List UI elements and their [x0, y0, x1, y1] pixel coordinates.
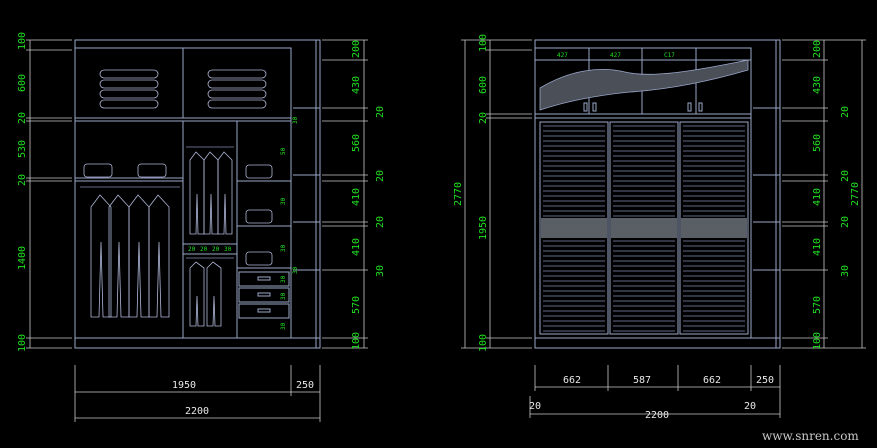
dim-text: 100 — [478, 334, 489, 352]
dim-text: 410 — [812, 188, 823, 206]
dim-text: 560 — [812, 134, 823, 152]
dim-text: 587 — [633, 375, 651, 386]
dim-text: 662 — [703, 375, 721, 386]
small-label: 30 — [280, 197, 287, 205]
dim-text: 20 — [375, 170, 386, 182]
dim-text: 100 — [351, 332, 362, 350]
dim-text: 410 — [351, 188, 362, 206]
right-elev-bottom-dimensions — [529, 365, 781, 418]
dim-text: 250 — [296, 380, 314, 391]
dim-text: 20 — [375, 216, 386, 228]
dim-text: 20 — [375, 106, 386, 118]
dim-text: 560 — [351, 134, 362, 152]
small-label: 50 — [280, 147, 287, 155]
small-label: 30 — [292, 116, 299, 124]
small-label: 427 — [557, 52, 568, 59]
small-label: C17 — [664, 52, 675, 59]
folded-linen-right — [207, 69, 267, 109]
dim-text: 410 — [351, 238, 362, 256]
door-louvers — [543, 125, 745, 332]
dim-text: 430 — [812, 76, 823, 94]
small-label: 30 — [292, 266, 299, 274]
dim-text: 20 — [478, 112, 489, 124]
dim-text: 410 — [812, 238, 823, 256]
dim-text: 20 — [744, 401, 756, 412]
dim-text: 1950 — [478, 216, 489, 240]
lower-hanging-garments — [189, 261, 222, 327]
left-elevation — [74, 39, 321, 349]
dim-text: 20 — [840, 106, 851, 118]
dim-text: 2770 — [850, 182, 861, 206]
small-label: 20 — [200, 246, 208, 253]
dim-text: 100 — [17, 32, 28, 50]
dim-text: 100 — [478, 34, 489, 52]
dim-text: 30 — [375, 265, 386, 277]
dim-text: 20 — [17, 112, 28, 124]
dim-text: 200 — [351, 40, 362, 58]
watermark: www.snren.com — [762, 429, 859, 443]
decorative-wave — [539, 59, 749, 111]
dim-text: 530 — [17, 140, 28, 158]
left-elev-left-dimensions — [26, 39, 72, 349]
small-label: 30 — [280, 244, 287, 252]
small-label: 30 — [280, 275, 287, 283]
left-elev-bottom-dimensions — [74, 365, 321, 422]
right-elevation — [534, 39, 781, 349]
dim-text: 662 — [563, 375, 581, 386]
dim-text: 20 — [840, 170, 851, 182]
dim-text: 430 — [351, 76, 362, 94]
dim-text: 100 — [17, 334, 28, 352]
dim-text: 250 — [756, 375, 774, 386]
small-label: 427 — [610, 52, 621, 59]
right-elev-right-dimensions — [782, 39, 866, 349]
dim-text: 20 — [529, 401, 541, 412]
small-label: 20 — [188, 246, 196, 253]
sliding-door-panels — [539, 121, 749, 335]
folded-linen-left — [99, 69, 159, 109]
small-label: 30 — [280, 322, 287, 330]
dim-text: 1400 — [17, 246, 28, 270]
dim-text: 100 — [812, 332, 823, 350]
dim-text: 20 — [17, 174, 28, 186]
small-label: 30 — [224, 246, 232, 253]
long-hanging-garments — [90, 194, 170, 318]
dim-text: 570 — [351, 296, 362, 314]
dim-text: 2200 — [645, 410, 669, 421]
dim-text: 200 — [812, 40, 823, 58]
dim-text: 20 — [840, 216, 851, 228]
dim-text: 30 — [840, 265, 851, 277]
right-elev-left-dimensions — [461, 39, 532, 349]
dim-text: 1950 — [172, 380, 196, 391]
dim-text: 570 — [812, 296, 823, 314]
dim-text: 600 — [17, 74, 28, 92]
left-elev-right-dimensions — [322, 39, 368, 349]
dim-text: 2770 — [453, 182, 464, 206]
short-hanging-garments — [189, 151, 233, 235]
dim-text: 600 — [478, 76, 489, 94]
small-label: 30 — [280, 292, 287, 300]
small-label: 20 — [212, 246, 220, 253]
dim-text: 2200 — [185, 406, 209, 417]
